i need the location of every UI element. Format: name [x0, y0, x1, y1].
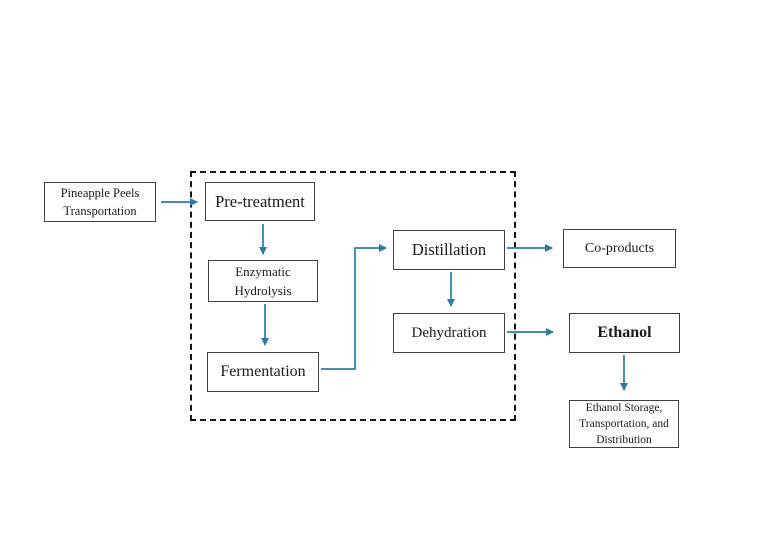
node-distillation: Distillation — [393, 230, 505, 270]
process-boundary-box — [190, 171, 516, 421]
node-co-products: Co-products — [563, 229, 676, 268]
arrow-fermentation-to-distillation — [321, 244, 387, 370]
node-enzymatic-hydrolysis: Enzymatic Hydrolysis — [208, 260, 318, 302]
node-ethanol-storage-transportation-distribution: Ethanol Storage, Transportation, and Dis… — [569, 400, 679, 448]
node-dehydration: Dehydration — [393, 313, 505, 353]
node-pineapple-peels-transportation: Pineapple Peels Transportation — [44, 182, 156, 222]
node-ethanol: Ethanol — [569, 313, 680, 353]
node-fermentation: Fermentation — [207, 352, 319, 392]
node-pre-treatment: Pre-treatment — [205, 182, 315, 221]
